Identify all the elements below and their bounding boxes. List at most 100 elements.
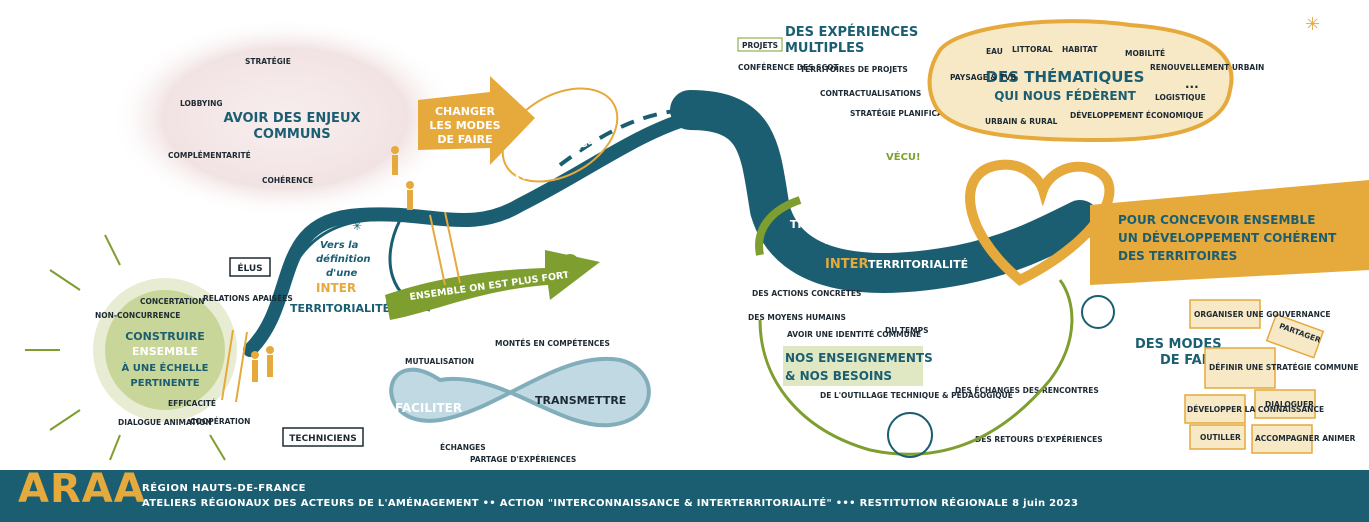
concevoir-line-2: UN DÉVELOPPEMENT COHÉRENT — [1118, 230, 1337, 245]
exp-tag-projets — [737, 37, 783, 52]
them-word-logistique: LOGISTIQUE — [1155, 93, 1206, 102]
thematiques-title-1: DES THÉMATIQUES — [986, 67, 1145, 86]
besoins-word-actions: DES ACTIONS CONCRÈTES — [752, 289, 861, 298]
teal-wave-left — [243, 108, 707, 357]
construire-word-cooperation: COOPÉRATION — [190, 417, 250, 426]
smiley-icon — [561, 254, 579, 272]
besoins-word-temps: DU TEMPS — [885, 326, 929, 335]
exp-tag-scot: CONFÉRENCE DES SCOT — [738, 63, 839, 72]
footer-line-2: ATELIERS RÉGIONAUX DES ACTEURS DE L'AMÉN… — [142, 498, 1079, 509]
sparkle-icon-3: ✳ — [820, 189, 830, 203]
enjeux-title-1: AVOIR DES ENJEUX — [223, 111, 360, 126]
teal-river — [670, 90, 1100, 293]
vers-line-2: définition — [316, 253, 371, 265]
besoins-word-retours: DES RETOURS D'EXPÉRIENCES — [975, 435, 1103, 444]
infinity-word-echanges: ÉCHANGES — [440, 443, 486, 452]
puzzle-icon — [1184, 299, 1325, 454]
them-word-littoral: LITTORAL — [1012, 45, 1053, 54]
construire-line-3: À UNE ÉCHELLE — [122, 361, 209, 374]
infinity-word-montes: MONTÉS EN COMPÉTENCES — [495, 339, 610, 348]
modes-piece-connaissance: DÉVELOPPER LA CONNAISSANCE — [1187, 405, 1324, 414]
experiences-title-2: MULTIPLES — [785, 41, 864, 56]
besoins-word-outillage: DE L'OUTILLAGE TECHNIQUE & PÉDAGOGIQUE — [820, 391, 1013, 400]
them-word-ellipsis: ... — [1185, 77, 1199, 91]
modes-piece-strategie: DÉFINIR UNE STRATÉGIE COMMUNE — [1209, 363, 1359, 372]
exp-tag-projets-label: PROJETS — [742, 41, 778, 50]
ladder-icon — [221, 211, 461, 403]
them-word-mobilite: MOBILITÉ — [1125, 49, 1165, 58]
green-curve-arrow — [755, 196, 802, 256]
construire-word-concertation: CONCERTATION — [140, 297, 205, 306]
figure-head-icon — [1081, 295, 1115, 329]
enjeux-word-coherence: COHÉRENCE — [262, 176, 313, 185]
sketchnote-drawing: AVOIR DES ENJEUX COMMUNS STRATÉGIE LOBBY… — [25, 14, 1369, 464]
travaillons-line-3b: TERRITORIALITÉ — [868, 258, 968, 271]
construire-line-4: PERTINENTE — [130, 378, 199, 389]
araa-logo: ARAA — [18, 466, 146, 512]
people-icon — [251, 146, 414, 382]
sparkle-icon: ✳ — [1305, 14, 1320, 35]
sun-icon — [25, 234, 237, 461]
concevoir-line-3: DES TERRITOIRES — [1118, 249, 1237, 263]
modes-piece-accompagner: ACCOMPAGNER ANIMER — [1255, 434, 1356, 443]
infinity-left: FACILITER — [395, 401, 462, 415]
modes-title-1: DES MODES — [1135, 337, 1222, 352]
besoins-word-moyens: DES MOYENS HUMAINS — [748, 313, 846, 322]
thematiques-cloud — [927, 19, 1234, 143]
travaillons-line-3a: INTER — [825, 257, 868, 272]
modes-piece-gouvernance: ORGANISER UNE GOUVERNANCE — [1194, 310, 1331, 319]
changer-line-1: CHANGER — [435, 105, 496, 118]
exp-tag-contract: CONTRACTUALISATIONS — [820, 89, 921, 98]
techniciens-label: TECHNICIENS — [289, 434, 356, 444]
modes-piece-outiller: OUTILLER — [1200, 433, 1241, 442]
concevoir-band — [1090, 180, 1369, 285]
teal-dash-path — [558, 105, 741, 167]
infinity-word-mutualisation: MUTUALISATION — [405, 357, 474, 366]
them-word-developpement: DÉVELOPPEMENT ÉCONOMIQUE — [1070, 111, 1203, 120]
them-word-paysage: PAYSAGE & TVB — [950, 73, 1016, 82]
elus-label: ÉLUS — [237, 262, 262, 274]
construire-word-nonconcurrence: NON-CONCURRENCE — [95, 311, 180, 320]
infinity-icon — [389, 356, 651, 428]
enjeux-word-complementarite: COMPLÉMENTARITÉ — [168, 151, 251, 160]
changer-line-3: DE FAIRE — [437, 133, 492, 146]
construire-word-dialogue: DIALOGUE ANIMATION — [118, 418, 212, 427]
construire-line-1: CONSTRUIRE — [125, 330, 205, 343]
vers-line-1: Vers la — [320, 240, 359, 251]
vecu-label: VÉCU! — [886, 150, 921, 163]
footer-band — [0, 470, 1369, 522]
them-word-renouvellement: RENOUVELLEMENT URBAIN — [1150, 63, 1264, 72]
infinity-right: TRANSMETTRE — [535, 394, 626, 407]
them-word-eau: EAU — [986, 47, 1003, 56]
besoins-word-echanges: DES ÉCHANGES DES RENCONTRES — [955, 386, 1099, 395]
enjeux-title-2: COMMUNS — [253, 127, 330, 142]
techniciens-box — [282, 427, 364, 447]
travaillons-line-2: EN — [824, 236, 839, 247]
infinity-word-partage: PARTAGE D'EXPÉRIENCES — [470, 455, 576, 464]
them-word-habitat: HABITAT — [1062, 45, 1098, 54]
sparkle-icon-2: ✳ — [352, 219, 362, 233]
thematiques-title-2: QUI NOUS FÉDÈRENT — [994, 88, 1136, 103]
vers-line-4: INTER — [316, 281, 356, 295]
experiences-title-1: DES EXPÉRIENCES — [785, 24, 918, 40]
footer-line-1: RÉGION HAUTS-DE-FRANCE — [142, 483, 306, 494]
besoins-title-1: NOS ENSEIGNEMENTS — [785, 351, 933, 365]
besoins-word-identite: AVOIR UNE IDENTITÉ COMMUNE — [787, 330, 921, 339]
construire-line-2: ENSEMBLE — [132, 345, 198, 358]
them-word-urbain: URBAIN & RURAL — [985, 117, 1058, 126]
ensemble-arrow — [385, 250, 600, 320]
concevoir-line-1: POUR CONCEVOIR ENSEMBLE — [1118, 213, 1315, 227]
orbit-ring — [501, 87, 619, 183]
teal-loop — [268, 217, 431, 331]
elus-box — [229, 257, 271, 277]
vers-line-3: d'une — [326, 268, 357, 279]
changer-line-2: LES MODES — [429, 119, 500, 132]
exp-tag-strategie: STRATÉGIE PLANIFICATION — [850, 109, 963, 118]
enjeux-word-lobbying: LOBBYING — [180, 99, 223, 108]
vine-icon — [758, 279, 1074, 456]
face-icon — [887, 412, 933, 458]
construire-word-relations: RELATIONS APAISÉES — [203, 294, 293, 303]
exp-tag-territoires: TERRITOIRES DE PROJETS — [800, 65, 908, 74]
vers-line-5: TERRITORIALITÉ — [290, 302, 390, 315]
